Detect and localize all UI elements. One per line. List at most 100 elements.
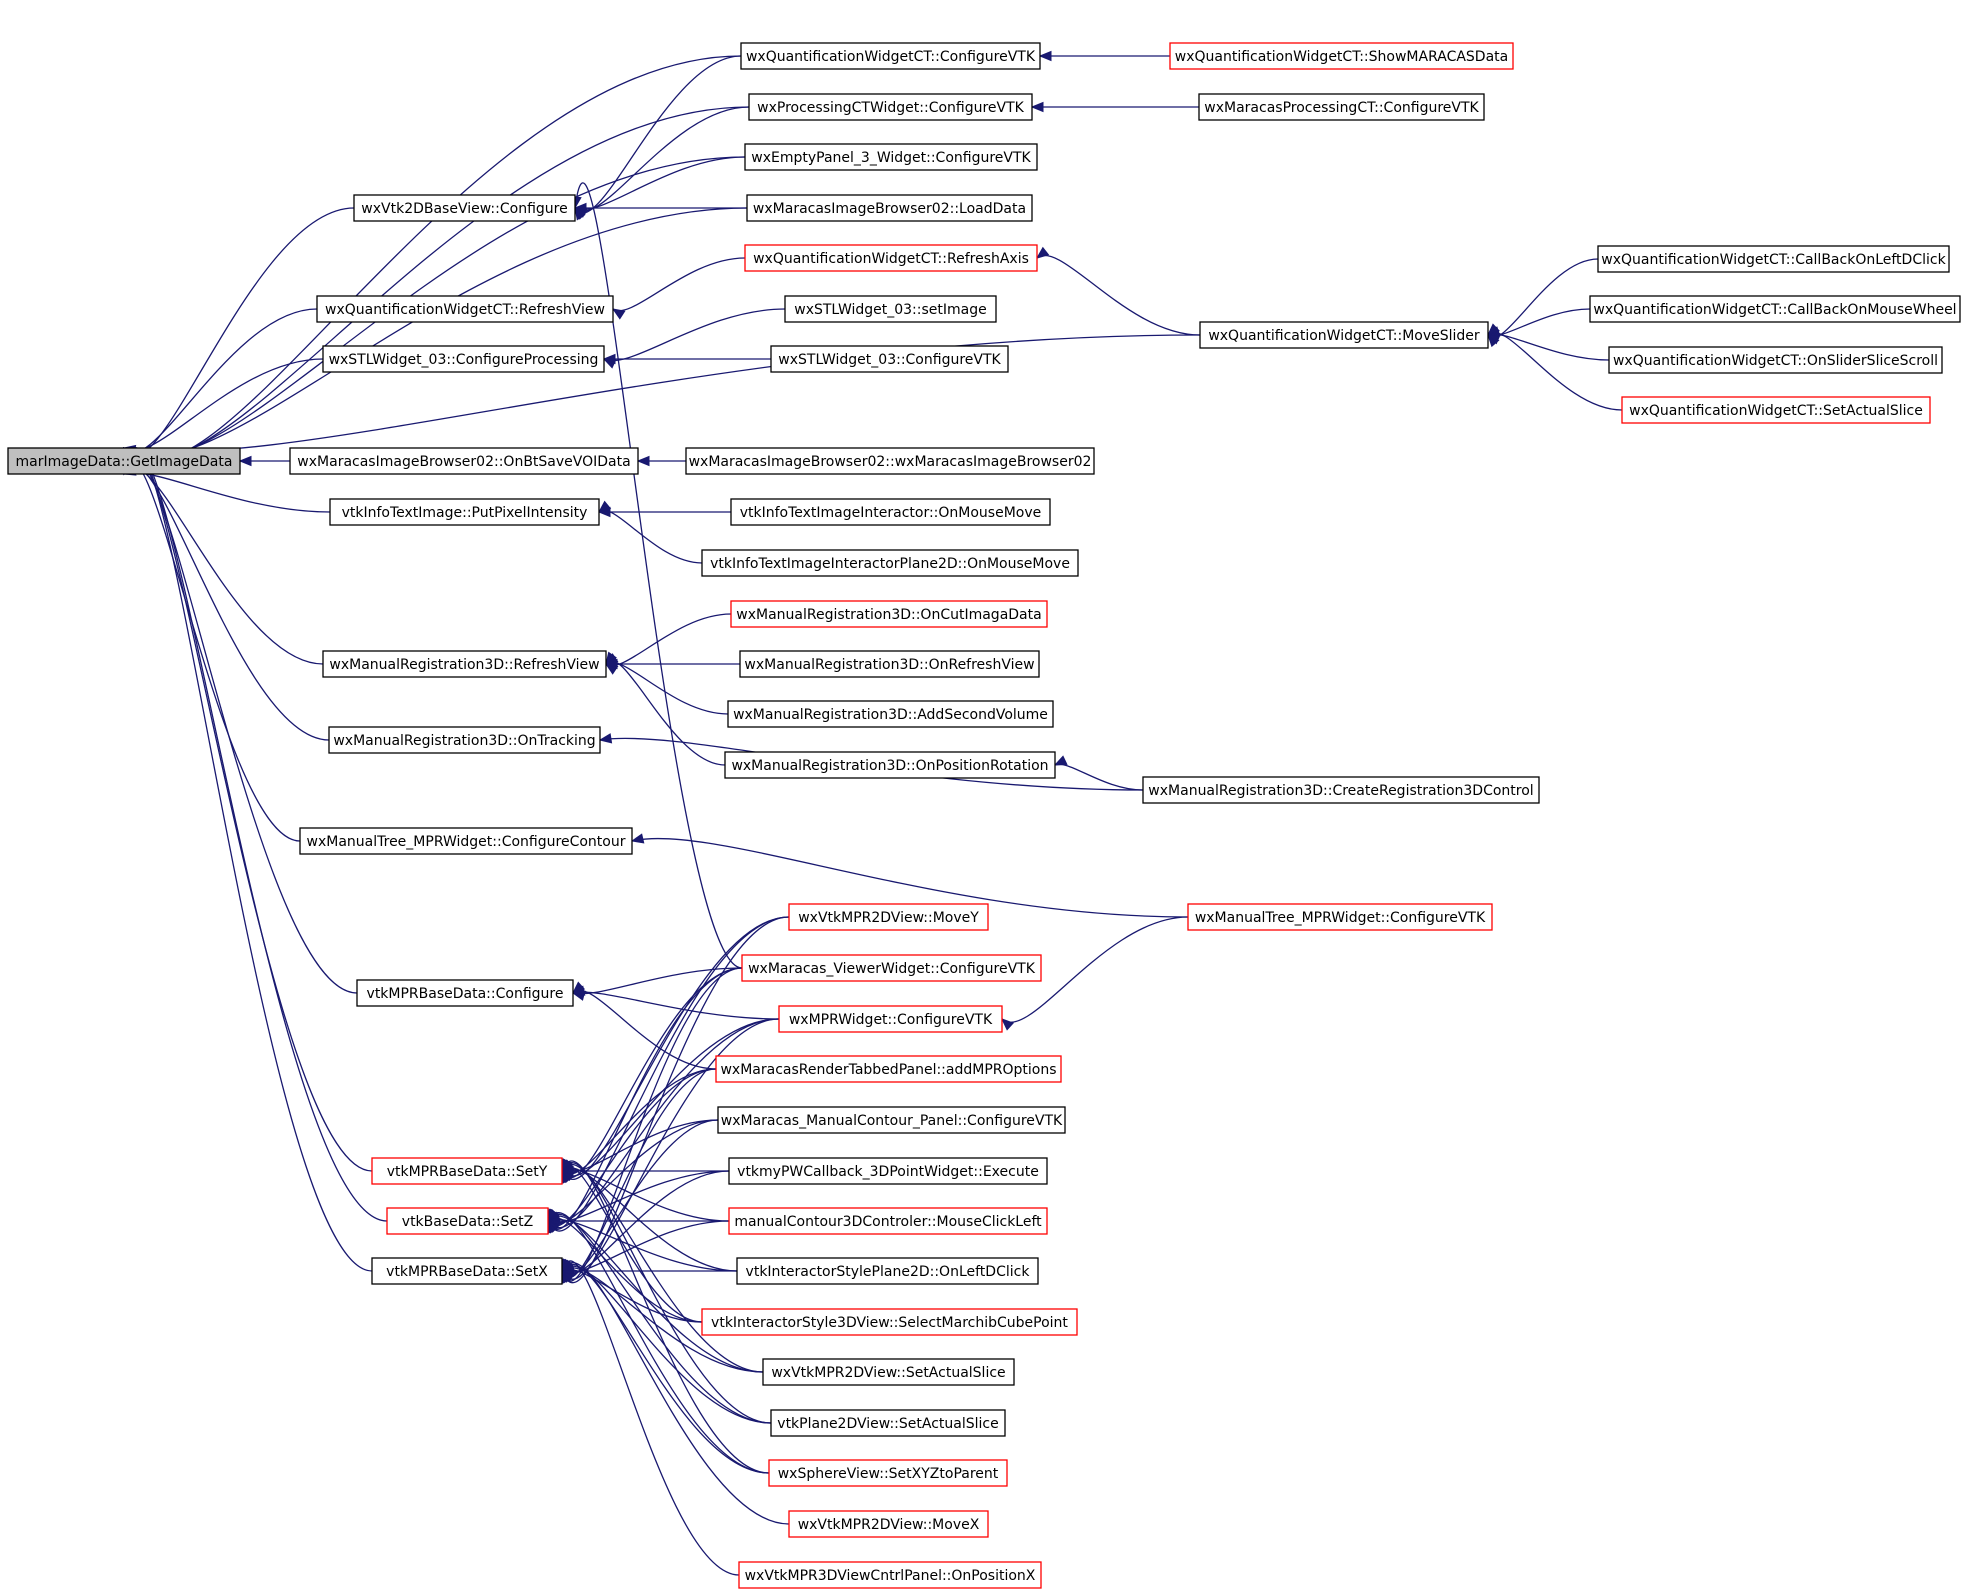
call-edge [561, 1162, 772, 1424]
call-edge [1487, 308, 1591, 337]
call-edge [572, 990, 717, 1070]
node-label: wxVtkMPR3DViewCntrlPanel::OnPositionX [745, 1568, 1036, 1584]
node-mr3d_ontracking[interactable]: wxManualRegistration3D::OnTracking [328, 726, 601, 754]
node-mrtp_addmpr[interactable]: wxMaracasRenderTabbedPanel::addMPROption… [715, 1055, 1062, 1083]
node-box [741, 954, 1042, 982]
node-p2dv_setactual[interactable]: vtkPlane2DView::SetActualSlice [770, 1409, 1006, 1437]
node-box [717, 1106, 1066, 1134]
call-edge [123, 106, 750, 460]
node-box [788, 1510, 989, 1538]
node-mr3d_oncut[interactable]: wxManualRegistration3D::OnCutImagaData [730, 600, 1048, 628]
node-label: wxMaracasRenderTabbedPanel::addMPROption… [720, 1062, 1056, 1078]
node-stl_configproc[interactable]: wxSTLWidget_03::ConfigureProcessing [322, 345, 605, 373]
node-isp2d_onleftdclick[interactable]: vtkInteractorStylePlane2D::OnLeftDClick [736, 1257, 1039, 1285]
node-label: wxVtkMPR2DView::MoveX [798, 1517, 980, 1533]
call-edge [547, 1213, 772, 1424]
call-edge [123, 461, 301, 842]
arrow-head [630, 833, 645, 844]
node-qwc_showmaracas[interactable]: wxQuantificationWidgetCT::ShowMARACASDat… [1169, 42, 1514, 70]
call-edge [561, 1267, 764, 1373]
node-mr3d_refreshview[interactable]: wxManualRegistration3D::RefreshView [322, 650, 607, 678]
node-mr3d_onrefreshview[interactable]: wxManualRegistration3D::OnRefreshView [739, 650, 1040, 678]
node-label: wxVtkMPR2DView::MoveY [798, 910, 979, 926]
node-vtii_onmousemove[interactable]: vtkInfoTextImageInteractor::OnMouseMove [730, 498, 1051, 526]
node-mprw_configvtk[interactable]: wxMPRWidget::ConfigureVTK [778, 1005, 1003, 1033]
call-edge [547, 1218, 738, 1272]
node-qwc_configvtk[interactable]: wxQuantificationWidgetCT::ConfigureVTK [740, 42, 1041, 70]
node-qwc_setactualslice[interactable]: wxQuantificationWidgetCT::SetActualSlice [1621, 396, 1931, 424]
node-mprbd_configure[interactable]: vtkMPRBaseData::Configure [356, 979, 574, 1007]
node-qwc_cbmousewheel[interactable]: wxQuantificationWidgetCT::CallBackOnMous… [1589, 295, 1961, 323]
node-mib_loaddata[interactable]: wxMaracasImageBrowser02::LoadData [746, 194, 1033, 222]
node-mmcp_configvtk[interactable]: wxMaracas_ManualContour_Panel::Configure… [717, 1106, 1066, 1134]
node-box [329, 498, 600, 526]
node-label: manualContour3DControler::MouseClickLeft [734, 1214, 1042, 1230]
node-label: wxQuantificationWidgetCT::ConfigureVTK [746, 49, 1036, 65]
node-vtii2d_onmousemove[interactable]: vtkInfoTextImageInteractorPlane2D::OnMou… [701, 549, 1079, 577]
arrow-head [602, 353, 616, 365]
node-mr3d_createreg[interactable]: wxManualRegistration3D::CreateRegistrati… [1142, 776, 1540, 804]
node-empty_configvtk[interactable]: wxEmptyPanel_3_Widget::ConfigureVTK [744, 143, 1038, 171]
node-box [728, 1157, 1048, 1185]
node-vmpr2d_movex[interactable]: wxVtkMPR2DView::MoveX [788, 1510, 989, 1538]
node-qwc_refreshaxis[interactable]: wxQuantificationWidgetCT::RefreshAxis [744, 244, 1038, 272]
node-label: wxSTLWidget_03::ConfigureVTK [778, 352, 1001, 368]
node-mt_configvtk[interactable]: wxManualTree_MPRWidget::ConfigureVTK [1187, 903, 1493, 931]
node-qwc_refreshview[interactable]: wxQuantificationWidgetCT::RefreshView [316, 295, 614, 323]
call-edge [574, 182, 743, 969]
node-label: wxQuantificationWidgetCT::CallBackOnLeft… [1601, 252, 1946, 268]
arrow-head [1038, 50, 1052, 62]
node-box [316, 295, 614, 323]
node-bd_setz[interactable]: vtkBaseData::SetZ [386, 1207, 549, 1235]
node-label: wxQuantificationWidgetCT::ShowMARACASDat… [1175, 49, 1508, 65]
node-mpct_configvtk[interactable]: wxMaracasProcessingCT::ConfigureVTK [1198, 93, 1485, 121]
node-mib_onbtsave[interactable]: wxMaracasImageBrowser02::OnBtSaveVOIData [289, 447, 639, 475]
node-box [740, 42, 1041, 70]
call-edge [631, 837, 1189, 918]
call-edge [603, 308, 786, 362]
node-box [788, 903, 989, 931]
node-stl_configvtk[interactable]: wxSTLWidget_03::ConfigureVTK [770, 345, 1009, 373]
node-box [778, 1005, 1003, 1033]
node-qwc_moveslider[interactable]: wxQuantificationWidgetCT::MoveSlider [1199, 321, 1489, 349]
node-mvw_configvtk[interactable]: wxMaracas_ViewerWidget::ConfigureVTK [741, 954, 1042, 982]
arrow-head [636, 455, 650, 467]
call-edge [561, 1163, 764, 1373]
node-mr3d_addsecond[interactable]: wxManualRegistration3D::AddSecondVolume [727, 700, 1054, 728]
node-vtk2d_configure[interactable]: wxVtk2DBaseView::Configure [353, 194, 576, 222]
node-vmpr2d_movey[interactable]: wxVtkMPR2DView::MoveY [788, 903, 989, 931]
arrow-head [597, 500, 612, 513]
node-sv_setxyz[interactable]: wxSphereView::SetXYZtoParent [768, 1459, 1008, 1487]
node-mr3d_onposrot[interactable]: wxManualRegistration3D::OnPositionRotati… [724, 751, 1056, 779]
node-qwc_onsliderscroll[interactable]: wxQuantificationWidgetCT::OnSliderSliceS… [1608, 346, 1943, 374]
node-label: wxQuantificationWidgetCT::RefreshView [325, 302, 605, 318]
node-root[interactable]: marImageData::GetImageData [7, 447, 241, 475]
arrow-head [1030, 101, 1044, 113]
node-label: wxSphereView::SetXYZtoParent [778, 1466, 999, 1482]
node-qwc_cbleftdclick[interactable]: wxQuantificationWidgetCT::CallBackOnLeft… [1597, 245, 1950, 273]
node-vmpr2d_setactual[interactable]: wxVtkMPR2DView::SetActualSlice [762, 1358, 1015, 1386]
node-box [715, 1055, 1062, 1083]
node-box [1597, 245, 1950, 273]
node-vti_putpixel[interactable]: vtkInfoTextImage::PutPixelIntensity [329, 498, 600, 526]
arrow-head [1487, 323, 1500, 336]
node-pct_configvtk[interactable]: wxProcessingCTWidget::ConfigureVTK [748, 93, 1033, 121]
node-mprbd_setx[interactable]: vtkMPRBaseData::SetX [371, 1257, 563, 1285]
node-label: wxManualRegistration3D::RefreshView [329, 657, 599, 673]
node-box [744, 244, 1038, 272]
node-mib_ctor[interactable]: wxMaracasImageBrowser02::wxMaracasImageB… [685, 447, 1095, 475]
node-label: wxMaracasImageBrowser02::OnBtSaveVOIData [297, 454, 630, 470]
node-pwcb_execute[interactable]: vtkmyPWCallback_3DPointWidget::Execute [728, 1157, 1048, 1185]
node-mc3d_mouseclick[interactable]: manualContour3DControler::MouseClickLeft [728, 1207, 1048, 1235]
node-box [1198, 93, 1485, 121]
node-mprbd_sety[interactable]: vtkMPRBaseData::SetY [371, 1157, 563, 1185]
node-is3dv_selectmc[interactable]: vtkInteractorStyle3DView::SelectMarchibC… [701, 1308, 1078, 1336]
call-edge [1487, 331, 1623, 411]
node-box [299, 827, 633, 855]
node-mt_configcontour[interactable]: wxManualTree_MPRWidget::ConfigureContour [299, 827, 633, 855]
node-stl_setimage[interactable]: wxSTLWidget_03::setImage [784, 295, 997, 323]
node-label: vtkInfoTextImageInteractorPlane2D::OnMou… [710, 556, 1070, 572]
call-edge [561, 1265, 772, 1424]
node-vmpr3d_onposx[interactable]: wxVtkMPR3DViewCntrlPanel::OnPositionX [738, 1561, 1042, 1589]
call-edge [574, 156, 746, 211]
